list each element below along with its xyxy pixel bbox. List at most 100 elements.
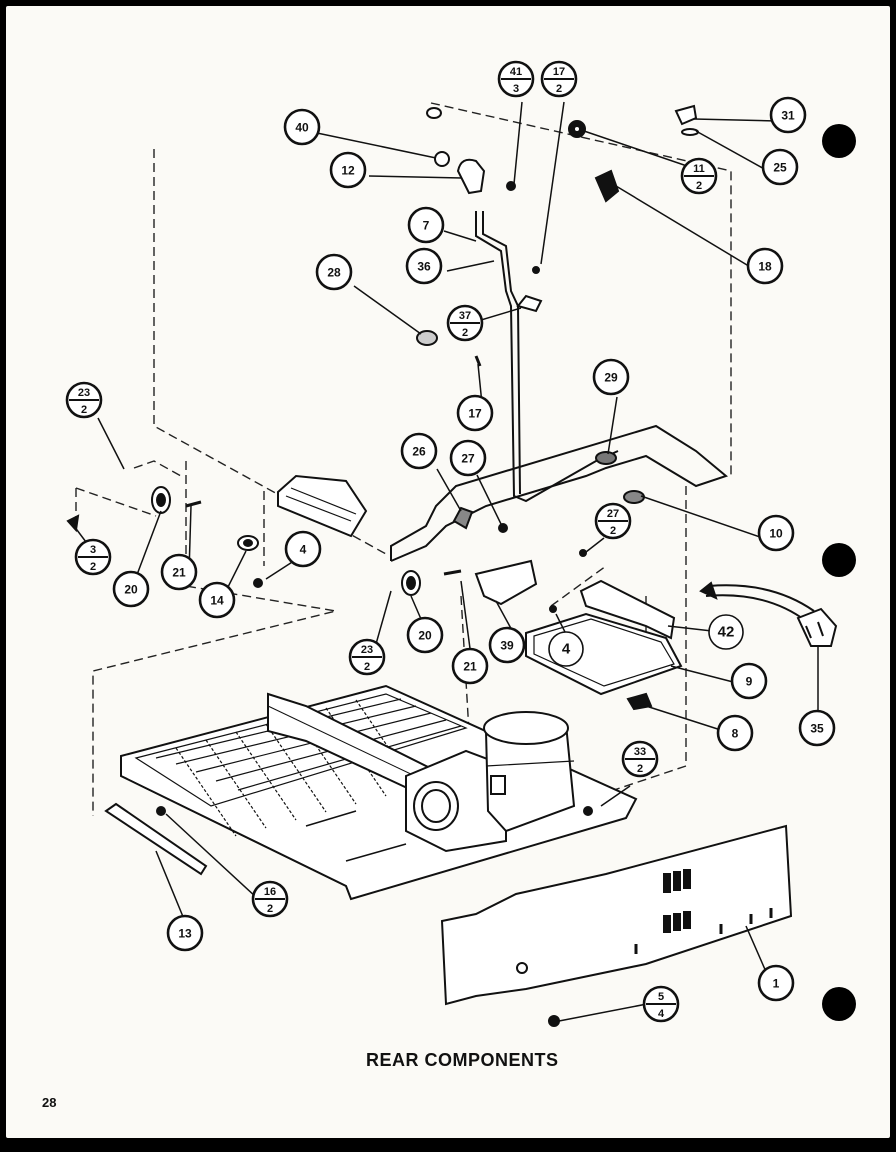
callout-top: 41 <box>510 66 522 78</box>
callout-16-2: 162 <box>251 880 289 918</box>
binder-holes <box>822 124 856 1021</box>
callout-circle <box>757 514 795 552</box>
callout-circle <box>315 253 353 291</box>
callout-circle <box>406 616 444 654</box>
callout-top: 3 <box>90 544 96 556</box>
binder-hole <box>822 124 856 158</box>
small-parts <box>416 104 699 557</box>
callout-top: 31 <box>781 109 795 123</box>
bracket-13 <box>104 802 208 876</box>
damper-29 <box>595 451 617 465</box>
callout-circle <box>166 914 204 952</box>
callout-top: 21 <box>463 660 477 674</box>
rear-panel-1 <box>440 824 793 1027</box>
callout-5-4: 54 <box>642 985 680 1023</box>
callout-bottom: 2 <box>81 404 87 416</box>
callout-27: 27 <box>449 439 487 477</box>
plug-part <box>426 107 442 119</box>
callout-circle <box>329 151 367 189</box>
callout-circle <box>112 570 150 608</box>
callout-bottom: 2 <box>696 180 702 192</box>
callout-top: 4 <box>562 641 571 658</box>
callout-circle <box>405 247 443 285</box>
callout-top: 27 <box>607 508 619 520</box>
callout-circle <box>198 581 236 619</box>
callout-circle <box>798 709 836 747</box>
callout-bottom: 2 <box>267 903 273 915</box>
callout-11-2: 112 <box>680 157 718 195</box>
callout-26: 26 <box>400 432 438 470</box>
callout-circle <box>407 206 445 244</box>
callout-circle <box>400 432 438 470</box>
callout-bottom: 4 <box>658 1008 665 1020</box>
callout-17-2: 172 <box>540 60 578 98</box>
callout-bottom: 2 <box>610 525 616 537</box>
callout-top: 11 <box>693 163 705 175</box>
left-parts <box>66 474 462 596</box>
callout-top: 21 <box>172 566 186 580</box>
callout-29: 29 <box>592 358 630 396</box>
callout-bottom: 3 <box>513 83 519 95</box>
screw-21b <box>443 569 462 576</box>
callout-33-2: 332 <box>621 740 659 778</box>
callout-circle <box>716 714 754 752</box>
callout-circle <box>761 148 799 186</box>
callout-14: 14 <box>198 581 236 619</box>
callout-circle <box>757 964 795 1002</box>
screw-4b <box>549 605 557 613</box>
callout-top: 14 <box>210 594 224 608</box>
callout-circle <box>548 631 584 667</box>
callout-12: 12 <box>329 151 367 189</box>
callout-21a: 21 <box>160 553 198 591</box>
rear-shell <box>390 424 729 562</box>
callout-top: 18 <box>758 260 772 274</box>
compressor <box>483 711 576 833</box>
oring-part <box>681 128 699 136</box>
callout-9: 9 <box>730 662 768 700</box>
callout-top: 39 <box>500 639 514 653</box>
callout-36: 36 <box>405 247 443 285</box>
callout-top: 4 <box>300 543 307 557</box>
callout-top: 29 <box>604 371 618 385</box>
washer-part <box>434 151 450 167</box>
callout-13: 13 <box>166 914 204 952</box>
callout-top: 7 <box>423 219 430 233</box>
screw-17b <box>532 266 540 274</box>
callout-4a: 4 <box>284 530 322 568</box>
callout-top: 25 <box>773 161 787 175</box>
callout-41-3: 413 <box>497 60 535 98</box>
callout-39: 39 <box>488 626 526 664</box>
callout-23-2b: 232 <box>348 638 386 676</box>
valve-part <box>674 104 698 126</box>
callout-top: 35 <box>810 722 824 736</box>
callout-top: 40 <box>295 121 309 135</box>
callout-top: 16 <box>264 886 276 898</box>
callout-top: 20 <box>124 583 138 597</box>
callout-3-2: 32 <box>74 538 112 576</box>
callout-top: 10 <box>769 527 783 541</box>
callout-top: 20 <box>418 629 432 643</box>
callout-35: 35 <box>798 709 836 747</box>
callout-circle <box>708 614 744 650</box>
callout-circle <box>592 358 630 396</box>
callout-37-2: 372 <box>446 304 484 342</box>
callout-4b: 4 <box>548 631 584 667</box>
exploded-parts-diagram: 4012413172311122573618283721729232262710… <box>65 60 856 1027</box>
callout-top: 36 <box>417 260 431 274</box>
callout-bottom: 2 <box>637 763 643 775</box>
binder-hole <box>822 987 856 1021</box>
callout-top: 26 <box>412 445 426 459</box>
power-cord <box>699 581 838 647</box>
callout-top: 12 <box>341 164 355 178</box>
callout-top: 33 <box>634 746 646 758</box>
bracket-26 <box>452 506 474 530</box>
screw-27b <box>579 549 587 557</box>
callout-bottom: 2 <box>364 661 370 673</box>
callout-40: 40 <box>283 108 321 146</box>
machine-base <box>120 684 638 901</box>
bracket-37 <box>516 294 543 313</box>
screw-5 <box>548 1015 560 1027</box>
callout-circle <box>449 439 487 477</box>
callout-top: 13 <box>178 927 192 941</box>
